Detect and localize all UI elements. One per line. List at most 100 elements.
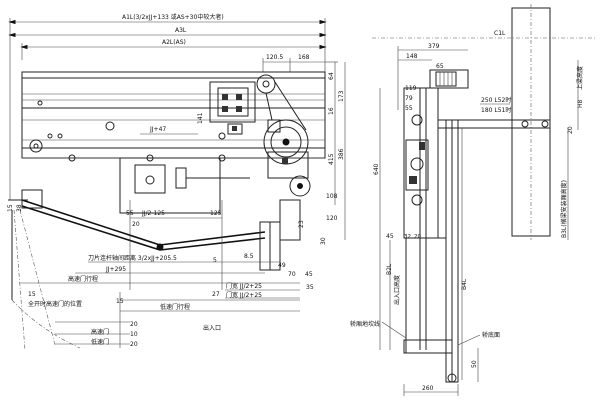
dim-label-45: 45	[305, 271, 313, 278]
dim-label-23: 23	[298, 220, 305, 228]
blade-link-arm	[21, 199, 161, 246]
label-b3l: B3L(横梁安装厢高度)	[560, 180, 568, 238]
arrow	[319, 32, 327, 38]
dim-label-55: 55	[126, 210, 134, 217]
track-body	[21, 107, 326, 159]
header-rail	[21, 71, 326, 79]
dim-label-45: 45	[386, 233, 394, 240]
dim-label-a2l: A2L(AS)	[162, 39, 186, 46]
leader-line	[381, 321, 407, 339]
label-full-open: 全开时高速门的位置	[28, 300, 82, 308]
dim-label-35: 35	[306, 284, 314, 291]
dim-label-148: 148	[406, 53, 418, 60]
dim-label-jj2-25: 门宽 JJ/2+25	[226, 291, 262, 299]
roller	[411, 114, 423, 126]
motor-pulley-hub	[262, 80, 270, 88]
dim-label-640: 640	[373, 163, 380, 175]
roller	[411, 194, 423, 206]
roller	[218, 132, 226, 140]
dim-label-20b: 20	[414, 234, 421, 240]
label-car-floor: 轿底面	[482, 331, 500, 339]
swing-path	[19, 209, 56, 346]
motor-box	[429, 69, 469, 89]
bolt	[521, 120, 529, 128]
dim-label-8-5: 8.5	[244, 253, 254, 260]
label-exit: 出入口	[203, 324, 221, 332]
dim-label-173: 173	[338, 90, 345, 102]
dim-label-65: 65	[436, 63, 444, 70]
motor-cover	[217, 87, 249, 117]
mechanism-block	[405, 139, 429, 191]
left-hanger	[21, 189, 43, 209]
sill-roller	[447, 373, 457, 383]
roller	[105, 121, 115, 131]
drive-pulley-inner	[270, 126, 302, 158]
dim-label-168: 168	[298, 54, 310, 61]
motor-bolt	[236, 106, 242, 112]
drive-pulley-hub	[282, 138, 290, 146]
roller-left-hub	[33, 143, 39, 149]
cam-wheel-hub	[297, 183, 303, 189]
car-sill	[403, 339, 453, 354]
swing-path	[13, 209, 26, 351]
dim-label-49: 49	[278, 262, 286, 269]
front-view: A1L(3/2xJJ+133 或AS+30中较大者) A3L A2L(AS) 1…	[7, 13, 346, 351]
blade-link-arm-2-lower	[159, 237, 266, 251]
legend-10: 10	[130, 331, 138, 338]
bolt	[57, 133, 63, 139]
clamp	[419, 142, 425, 150]
legend-20a: 20	[130, 321, 138, 328]
legend-low-door: 低速门	[91, 338, 109, 346]
dim-label-5: 5	[213, 257, 217, 264]
dim-label-415: 415	[328, 153, 335, 165]
hanger-stopper	[175, 167, 187, 189]
legend-20b: 20	[130, 341, 138, 348]
bolt	[47, 133, 53, 139]
dim-label-38: 38	[16, 204, 23, 212]
motor-bolt	[236, 94, 242, 100]
dim-label-250: 250 L52时	[481, 96, 511, 104]
arrow	[8, 19, 16, 25]
arrow	[319, 44, 327, 50]
bolt	[541, 120, 549, 128]
dim-label-119: 119	[405, 85, 417, 92]
drive-belt	[274, 81, 307, 131]
dim-label-slow-travel: 低速门行程	[160, 303, 190, 311]
tension-block	[267, 119, 281, 133]
dim-label-a3l: A3L	[175, 27, 187, 34]
dim-label-386: 386	[338, 148, 345, 160]
dim-label-b4l: B4L	[461, 278, 468, 290]
leader-line	[457, 334, 481, 346]
switch-contact	[232, 126, 237, 131]
bolt	[37, 100, 43, 106]
dim-label-h8: H8	[577, 99, 584, 108]
header-beam	[437, 119, 551, 129]
motor-bolt	[222, 106, 228, 112]
motor-housing	[209, 81, 256, 123]
dim-label-64: 64	[328, 72, 335, 80]
arrow	[8, 32, 16, 38]
clamp	[409, 176, 417, 184]
dim-label-jj295: JJ+295	[105, 266, 126, 273]
roller-left	[29, 139, 43, 153]
arrow	[20, 44, 28, 50]
dim-label-260: 260	[422, 385, 434, 392]
dim-label-blade-dist: 刀片连杆轴间距离 3/2xJJ+205.5	[88, 254, 177, 262]
dim-label-15: 15	[7, 204, 14, 212]
label-car-floor-line: 轿厢地坎线	[350, 320, 380, 328]
dim-label-50: 50	[471, 360, 478, 368]
dim-label-180: 180 L51时	[481, 106, 511, 114]
dim-label-141: 141	[197, 112, 204, 124]
door-hanger-plate	[119, 157, 221, 214]
dim-label-20: 20	[567, 126, 574, 134]
dim-label-20: 20	[132, 221, 140, 228]
legend-high-door: 高速门	[91, 328, 109, 336]
motor-box-inner	[435, 71, 457, 87]
dim-label-379: 379	[428, 43, 440, 50]
dim-label-30: 30	[320, 237, 327, 245]
arrow	[319, 19, 327, 25]
label-ceiling-height: 上梁高度	[576, 66, 584, 90]
dim-label-fast-travel: 高速门行程	[68, 275, 98, 283]
